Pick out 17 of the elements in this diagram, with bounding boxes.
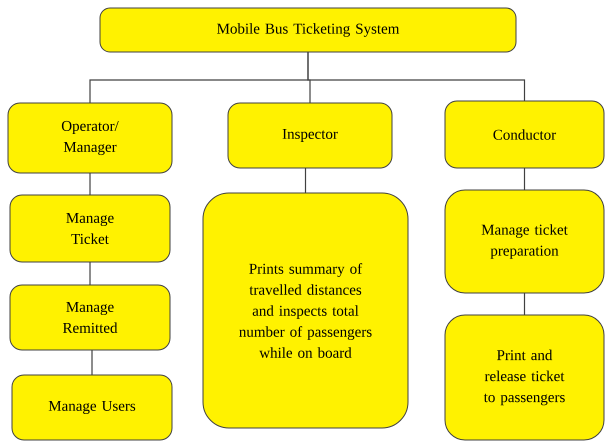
- connector-line: [89, 262, 91, 284]
- process-box: Print and release ticket to passengers: [444, 314, 604, 440]
- connector-line: [304, 168, 306, 192]
- process-box: Manage Remitted: [10, 284, 170, 350]
- connector-line: [307, 52, 526, 100]
- process-box: Inspector: [228, 102, 392, 168]
- process-box: Conductor: [444, 100, 604, 168]
- process-box: Manage ticket preparation: [444, 190, 604, 294]
- process-box: Mobile Bus Ticketing System: [100, 8, 516, 52]
- connector-line: [524, 168, 526, 190]
- process-box: Prints summary of travelled distances and inspects total number of passengers while on board: [202, 192, 408, 428]
- connector-line: [89, 174, 91, 194]
- process-box: Operator/ Manager: [8, 102, 172, 174]
- process-box: Manage Ticket: [10, 194, 170, 262]
- process-box: Manage Users: [12, 374, 172, 440]
- connector-line: [91, 350, 93, 374]
- connector-line: [524, 294, 526, 314]
